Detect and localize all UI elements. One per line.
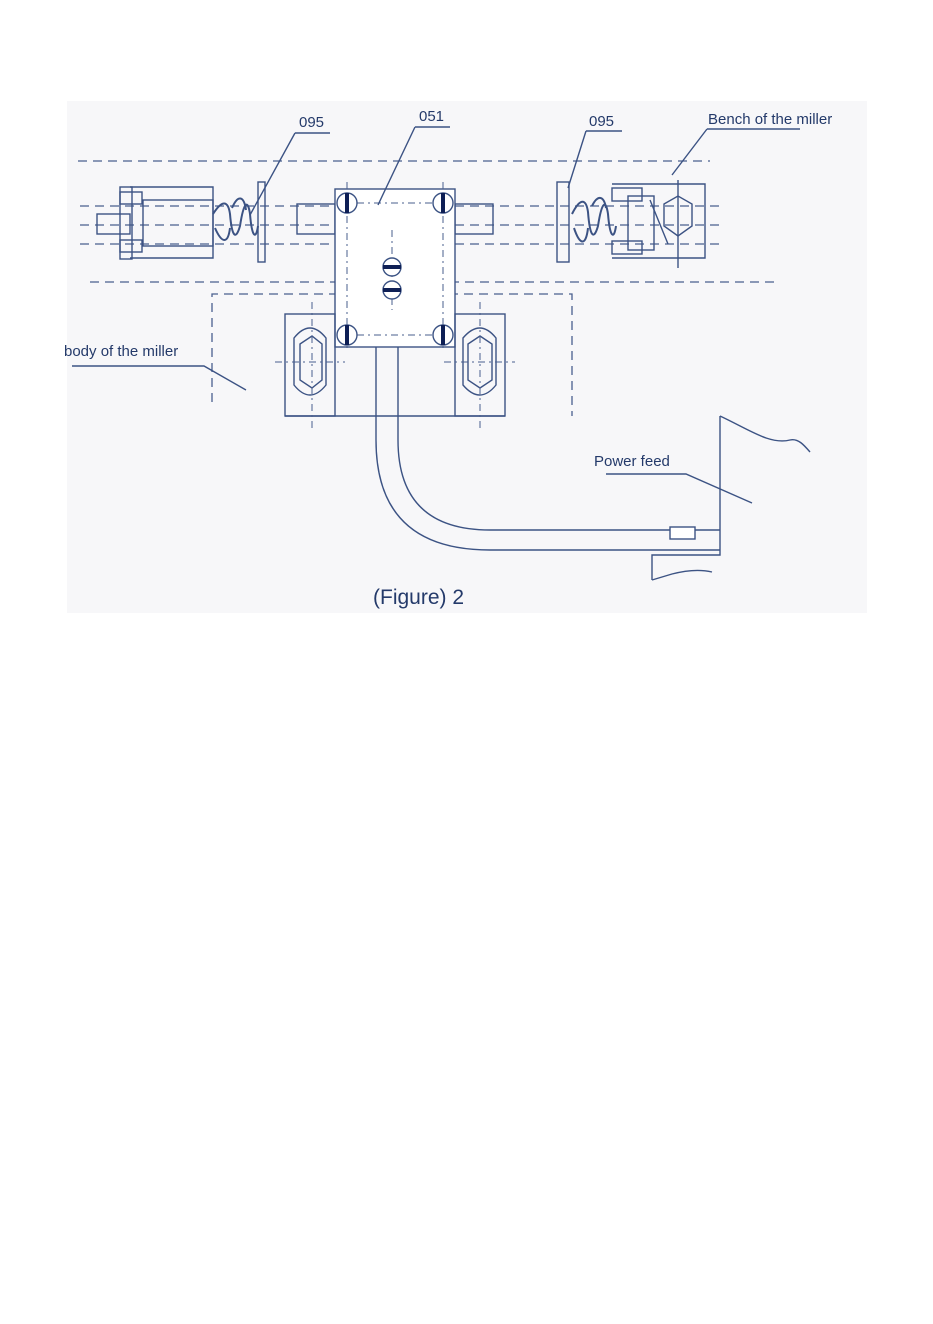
figure-caption: (Figure) 2: [373, 586, 464, 609]
screw-icon: [337, 193, 357, 213]
label-power-feed: Power feed: [594, 453, 670, 470]
center-block-051: [297, 182, 493, 352]
connector-icon: [670, 527, 695, 539]
screw-icon: [433, 325, 453, 345]
power-feed-unit: [652, 416, 810, 580]
screw-icon: [433, 193, 453, 213]
label-bench-of-miller: Bench of the miller: [708, 111, 832, 128]
label-095-left: 095: [299, 114, 324, 131]
left-end-assembly: [97, 182, 265, 262]
label-051: 051: [419, 108, 444, 125]
power-feed-cable: [376, 347, 720, 550]
screw-icon: [337, 325, 357, 345]
label-body-of-miller: body of the miller: [64, 343, 178, 360]
label-095-right: 095: [589, 113, 614, 130]
screw-icon: [383, 281, 401, 299]
screw-icon: [383, 258, 401, 276]
right-end-assembly: [557, 180, 705, 268]
